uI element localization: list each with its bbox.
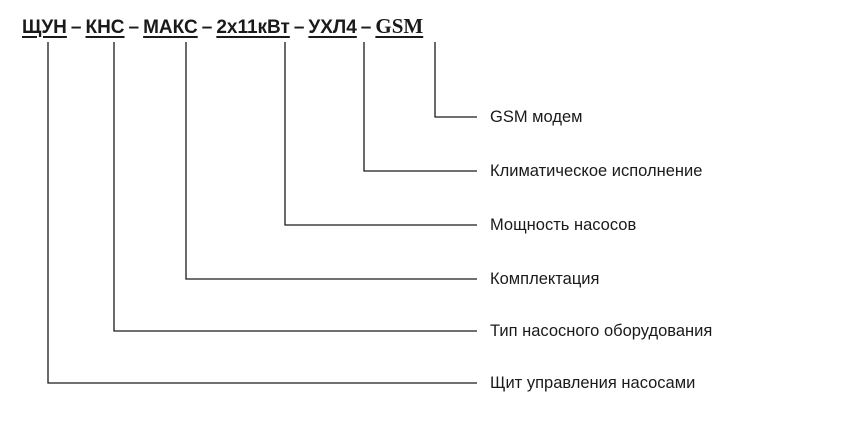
code-separator: – bbox=[360, 17, 372, 38]
connector-equipment bbox=[185, 42, 477, 280]
legend-climate: Климатическое исполнение bbox=[490, 162, 703, 180]
legend-pump-power: Мощность насосов bbox=[490, 216, 637, 234]
legend-gsm-modem: GSM модем bbox=[490, 108, 583, 126]
code-separator: – bbox=[128, 17, 140, 38]
code-part-power: 2х11кВт bbox=[216, 17, 290, 38]
code-part-maks: МАКС bbox=[143, 17, 198, 38]
connector-climate bbox=[363, 42, 477, 172]
connector-panel bbox=[47, 42, 477, 384]
connector-gsm bbox=[434, 42, 477, 118]
code-part-kns: КНС bbox=[85, 17, 125, 38]
code-part-climate: УХЛ4 bbox=[308, 17, 357, 38]
code-part-shun: ЩУН bbox=[22, 17, 67, 38]
code-separator: – bbox=[201, 17, 213, 38]
connector-power bbox=[284, 42, 477, 226]
connector-pump-type bbox=[113, 42, 477, 332]
code-separator: – bbox=[293, 17, 305, 38]
legend-equipment: Комплектация bbox=[490, 270, 600, 288]
legend-pump-type: Тип насосного оборудования bbox=[490, 322, 713, 340]
legend-control-panel: Щит управления насосами bbox=[490, 374, 696, 392]
code-part-gsm: GSM bbox=[375, 14, 424, 38]
code-separator: – bbox=[70, 17, 82, 38]
product-code: ЩУН–КНС–МАКС–2х11кВт–УХЛ4–GSM bbox=[22, 14, 423, 40]
